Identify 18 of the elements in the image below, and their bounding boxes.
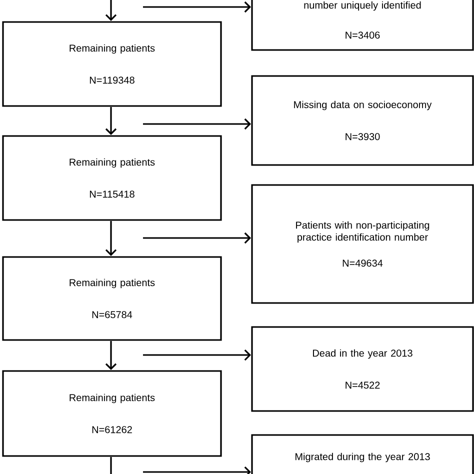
process-box: Migrated during the year 2013 [251, 434, 474, 474]
process-box: Remaining patients N=61262 [2, 370, 222, 457]
arrow [143, 466, 251, 474]
arrow [143, 1, 251, 13]
process-box: Remaining patients N=115418 [2, 135, 222, 221]
arrow [143, 349, 251, 361]
process-box: number uniquely identified N=3406 [251, 0, 474, 51]
arrow [105, 221, 117, 256]
arrow [105, 107, 117, 135]
arrow [143, 118, 251, 130]
process-box: Patients with non-participating practice identification number N=49634 [251, 184, 474, 304]
process-box: Missing data on socioeconomy N=3930 [251, 75, 474, 166]
arrow [143, 232, 251, 244]
arrow [105, 0, 117, 21]
process-box: Remaining patients N=119348 [2, 21, 222, 107]
process-box: Remaining patients N=65784 [2, 256, 222, 341]
arrow [105, 341, 117, 370]
process-box: Dead in the year 2013 N=4522 [251, 326, 474, 412]
